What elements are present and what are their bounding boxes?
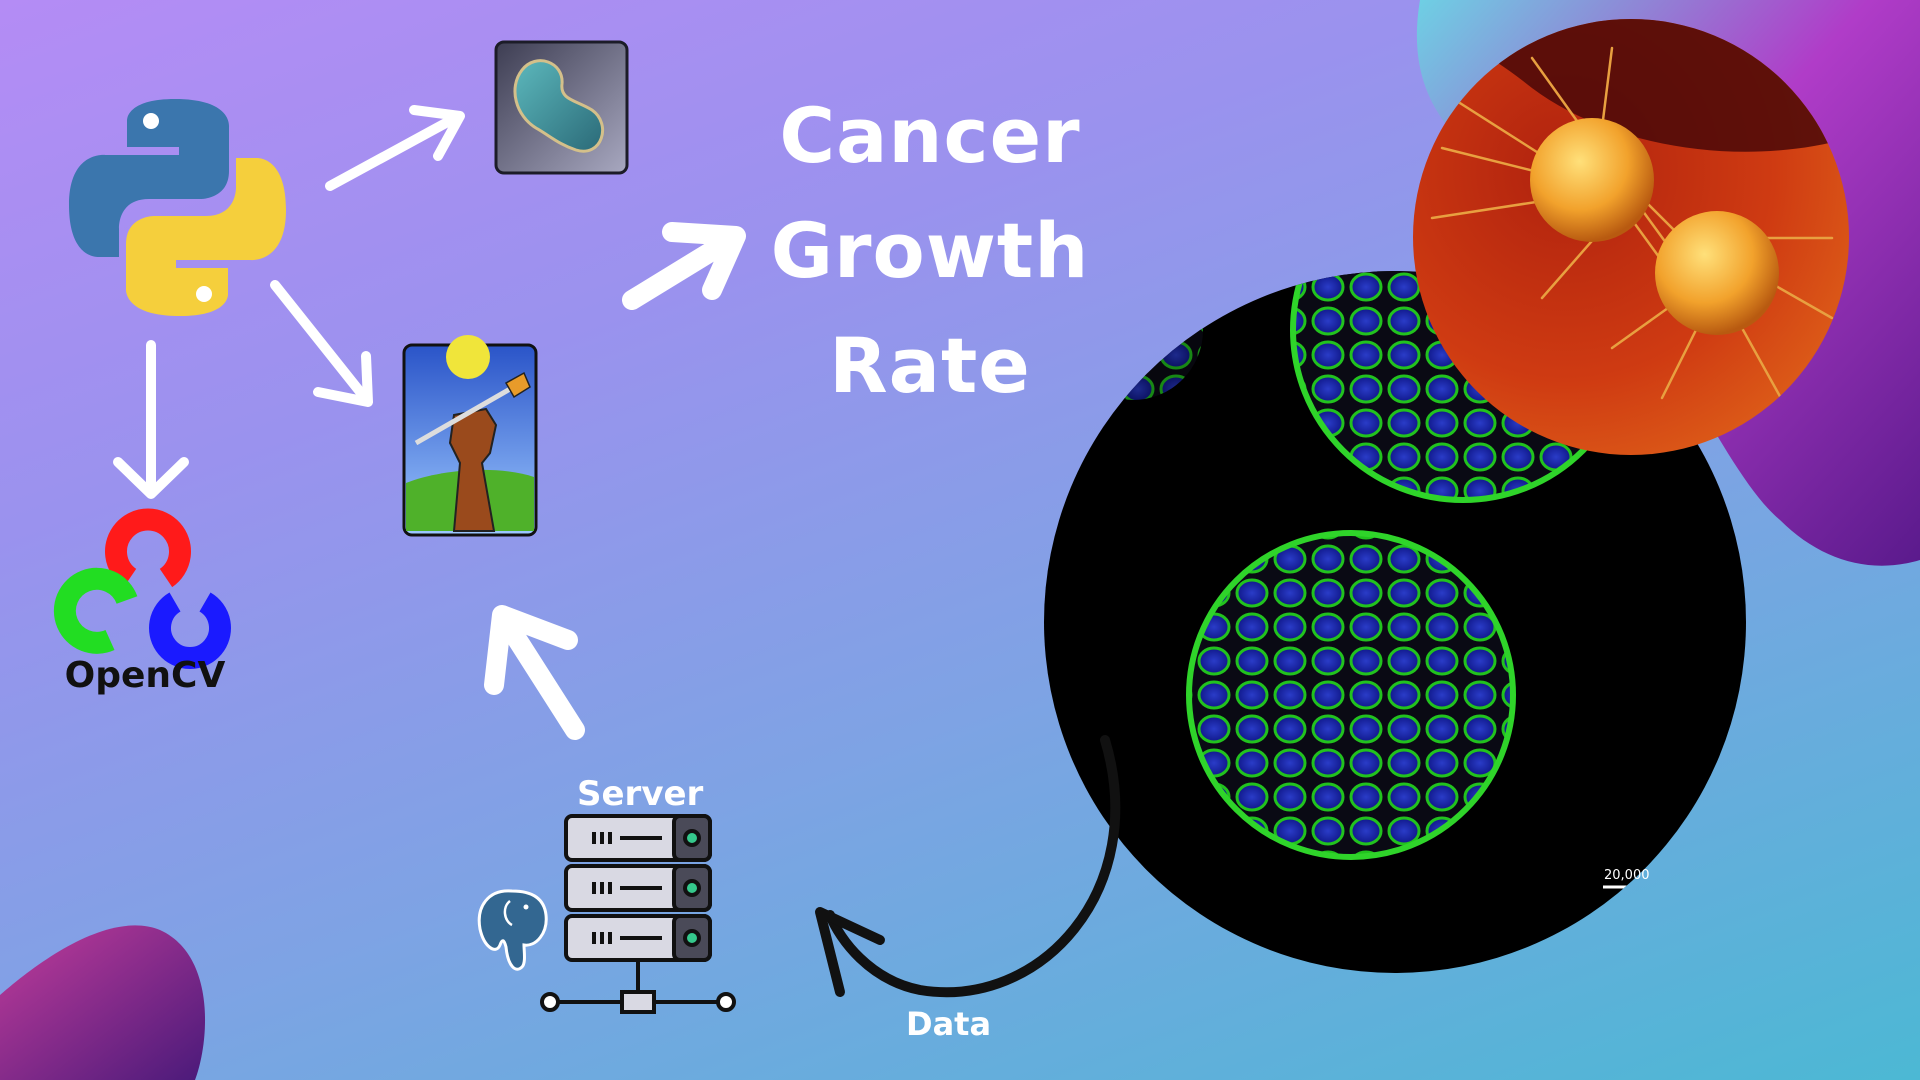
- server-rack-icon: [540, 814, 736, 1014]
- arrow-server-to-paintapp: [484, 605, 585, 740]
- arrow-to-title: [622, 222, 746, 310]
- server-label: Server: [577, 774, 704, 814]
- opencv-logo-icon: [53, 508, 231, 669]
- opencv-label: OpenCV: [64, 655, 226, 696]
- arrow-python-to-cellapp: [325, 105, 465, 191]
- title-line-3: Rate: [829, 321, 1031, 410]
- arrow-python-to-opencv: [113, 340, 189, 499]
- gimp-style-paint-icon: [402, 335, 538, 537]
- bottom-left-blob: [0, 925, 206, 1080]
- arrow-python-to-paintapp: [270, 280, 373, 407]
- postgresql-elephant-icon: [477, 889, 548, 971]
- data-label: Data: [906, 1005, 992, 1043]
- title-line-1: Cancer: [779, 91, 1081, 180]
- cell-app-icon: [494, 40, 629, 175]
- data-curved-arrow: [815, 735, 1121, 998]
- page-title: Cancer Growth Rate: [735, 78, 1125, 423]
- python-logo-icon: [69, 99, 287, 316]
- title-line-2: Growth: [770, 206, 1090, 295]
- cancer-cells-image: [1413, 19, 1849, 455]
- scale-bar-label: 20,000: [1604, 868, 1650, 883]
